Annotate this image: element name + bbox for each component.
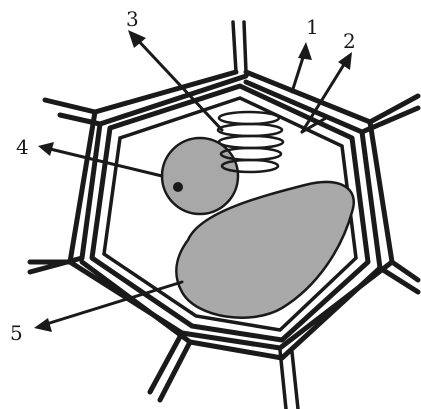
arrow-5 (34, 280, 184, 332)
arrow-2 (300, 52, 352, 134)
neighbor-cell-walls (27, 20, 421, 409)
arrow-4 (38, 142, 164, 178)
coiled-organelle (216, 110, 285, 174)
vacuole (175, 180, 355, 319)
label-2: 2 (343, 29, 356, 53)
cell-wall (89, 83, 371, 343)
nucleolus (173, 182, 183, 192)
cell-membrane (102, 96, 358, 332)
label-3: 3 (126, 7, 139, 31)
label-4: 4 (16, 135, 29, 159)
arrow-1 (290, 42, 312, 94)
label-5: 5 (10, 321, 23, 345)
arrow-3 (128, 30, 224, 132)
label-1: 1 (306, 15, 319, 39)
